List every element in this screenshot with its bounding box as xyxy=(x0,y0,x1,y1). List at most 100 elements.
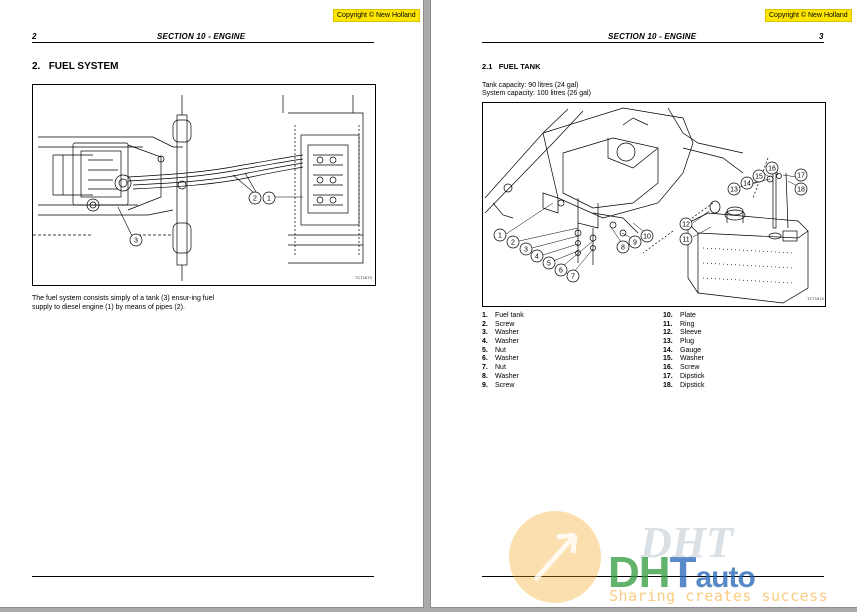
parts-list-item: 1. Fuel tank xyxy=(482,312,524,321)
part-number: 15. xyxy=(663,355,673,363)
callout-12: 12 xyxy=(682,222,690,229)
parts-list-item: 12. Sleeve xyxy=(663,329,705,338)
callout-18: 18 xyxy=(797,187,805,194)
part-number: 9. xyxy=(482,381,488,389)
section-title: 2. FUEL SYSTEM xyxy=(32,61,119,72)
callout-11: 11 xyxy=(682,237,689,244)
callout-16: 16 xyxy=(768,166,776,173)
callout-2: 2 xyxy=(253,196,257,203)
header-rule xyxy=(482,42,824,43)
part-name: Washer xyxy=(495,329,519,337)
callout-17: 17 xyxy=(797,173,805,180)
part-number: 2. xyxy=(482,320,488,328)
system-capacity: System capacity: 100 litres (26 gal) xyxy=(482,90,591,97)
part-number: 11. xyxy=(663,320,673,328)
parts-list-item: 14. Gauge xyxy=(663,347,705,356)
figure-code: TCT1673 xyxy=(355,275,372,280)
callout-3: 3 xyxy=(524,247,528,254)
fuel-system-figure: 2 1 3 TCT1673 xyxy=(32,84,376,286)
part-number: 6. xyxy=(482,355,488,363)
fuel-tank-figure: 1 2 3 4 5 6 7 8 9 10 11 12 13 14 15 16 1… xyxy=(482,102,826,307)
part-name: Dipstick xyxy=(680,372,705,380)
fuel-tank-drawing: 1 2 3 4 5 6 7 8 9 10 11 12 13 14 15 16 1… xyxy=(484,107,809,304)
parts-list-item: 15. Washer xyxy=(663,355,705,364)
part-number: 1. xyxy=(482,312,488,319)
part-name: Plug xyxy=(680,338,695,346)
page-number: 2 xyxy=(32,32,37,41)
callout-1: 1 xyxy=(498,233,502,240)
part-name: Washer xyxy=(495,372,519,380)
callout-10: 10 xyxy=(643,234,651,241)
part-name: Nut xyxy=(495,364,506,372)
callout-15: 15 xyxy=(755,174,763,181)
part-name: Gauge xyxy=(680,346,702,354)
part-number: 4. xyxy=(482,338,488,346)
part-number: 16. xyxy=(663,364,673,372)
left-callouts: 2 1 3 xyxy=(129,191,276,247)
footer-rule xyxy=(482,576,824,577)
parts-list-item: 6. Washer xyxy=(482,355,524,364)
body-paragraph: The fuel system consists simply of a tan… xyxy=(32,295,215,311)
parts-list-item: 7. Nut xyxy=(482,364,524,373)
part-number: 5. xyxy=(482,346,488,354)
part-name: Nut xyxy=(495,346,506,354)
parts-list-item: 10. Plate xyxy=(663,312,705,321)
part-number: 12. xyxy=(663,329,673,337)
fuel-system-drawing: 2 1 3 xyxy=(33,95,364,281)
parts-list-item: 8.Washer xyxy=(482,373,524,382)
part-name: Screw xyxy=(495,320,515,328)
subsection-title: 2.1 FUEL TANK xyxy=(482,62,541,71)
right-page: Copyright © New Holland SECTION 10 - ENG… xyxy=(431,0,857,607)
part-name: Washer xyxy=(495,338,519,346)
figure-code: TCT1674 xyxy=(807,296,824,301)
parts-list-item: 9. Screw xyxy=(482,382,524,391)
part-name: Sleeve xyxy=(680,329,702,337)
callout-5: 5 xyxy=(547,261,551,268)
left-page: Copyright © New Holland 2 SECTION 10 - E… xyxy=(0,0,423,607)
subsection-number: 2.1 xyxy=(482,62,493,71)
part-number: 14. xyxy=(663,346,673,354)
parts-list-item: 4. Washer xyxy=(482,338,524,347)
callout-3: 3 xyxy=(134,238,138,245)
callout-13: 13 xyxy=(730,187,738,194)
part-name: Ring xyxy=(680,320,695,328)
right-callouts xyxy=(493,161,808,283)
part-name: Plate xyxy=(680,312,696,319)
callout-6: 6 xyxy=(559,268,563,275)
part-number: 3. xyxy=(482,329,488,337)
parts-list-item: 5. Nut xyxy=(482,347,524,356)
part-number: 7. xyxy=(482,364,488,372)
callout-1: 1 xyxy=(267,196,271,203)
parts-list-item: 13. Plug xyxy=(663,338,705,347)
part-name: Dipstick xyxy=(680,381,705,389)
footer-rule xyxy=(32,576,374,577)
callout-4: 4 xyxy=(535,254,539,261)
parts-list-item: 16. Screw xyxy=(663,364,705,373)
part-name: Washer xyxy=(495,355,519,363)
part-name: Fuel tank xyxy=(495,312,524,319)
part-name: Washer xyxy=(680,355,704,363)
section-title-number: 2. xyxy=(32,61,41,72)
part-name: Screw xyxy=(495,381,515,389)
part-name: Screw xyxy=(680,364,700,372)
header-rule xyxy=(32,42,374,43)
tank-capacity: Tank capacity: 90 litres (24 gal) xyxy=(482,82,579,89)
part-number: 17. xyxy=(663,372,673,380)
parts-list-item: 18.Dipstick xyxy=(663,382,705,391)
parts-list-item: 11. Ring xyxy=(663,321,705,330)
copyright-badge: Copyright © New Holland xyxy=(333,9,420,22)
part-number: 10. xyxy=(663,312,673,319)
parts-list-item: 3. Washer xyxy=(482,329,524,338)
callout-8: 8 xyxy=(621,245,625,252)
copyright-badge: Copyright © New Holland xyxy=(765,9,852,22)
parts-list-item: 17. Dipstick xyxy=(663,373,705,382)
page-number: 3 xyxy=(819,32,824,41)
parts-list-item: 2. Screw xyxy=(482,321,524,330)
subsection-text: FUEL TANK xyxy=(498,62,541,71)
part-number: 13. xyxy=(663,338,673,346)
section-header: SECTION 10 - ENGINE xyxy=(157,32,246,41)
callout-14: 14 xyxy=(743,181,751,188)
callout-2: 2 xyxy=(511,240,515,247)
